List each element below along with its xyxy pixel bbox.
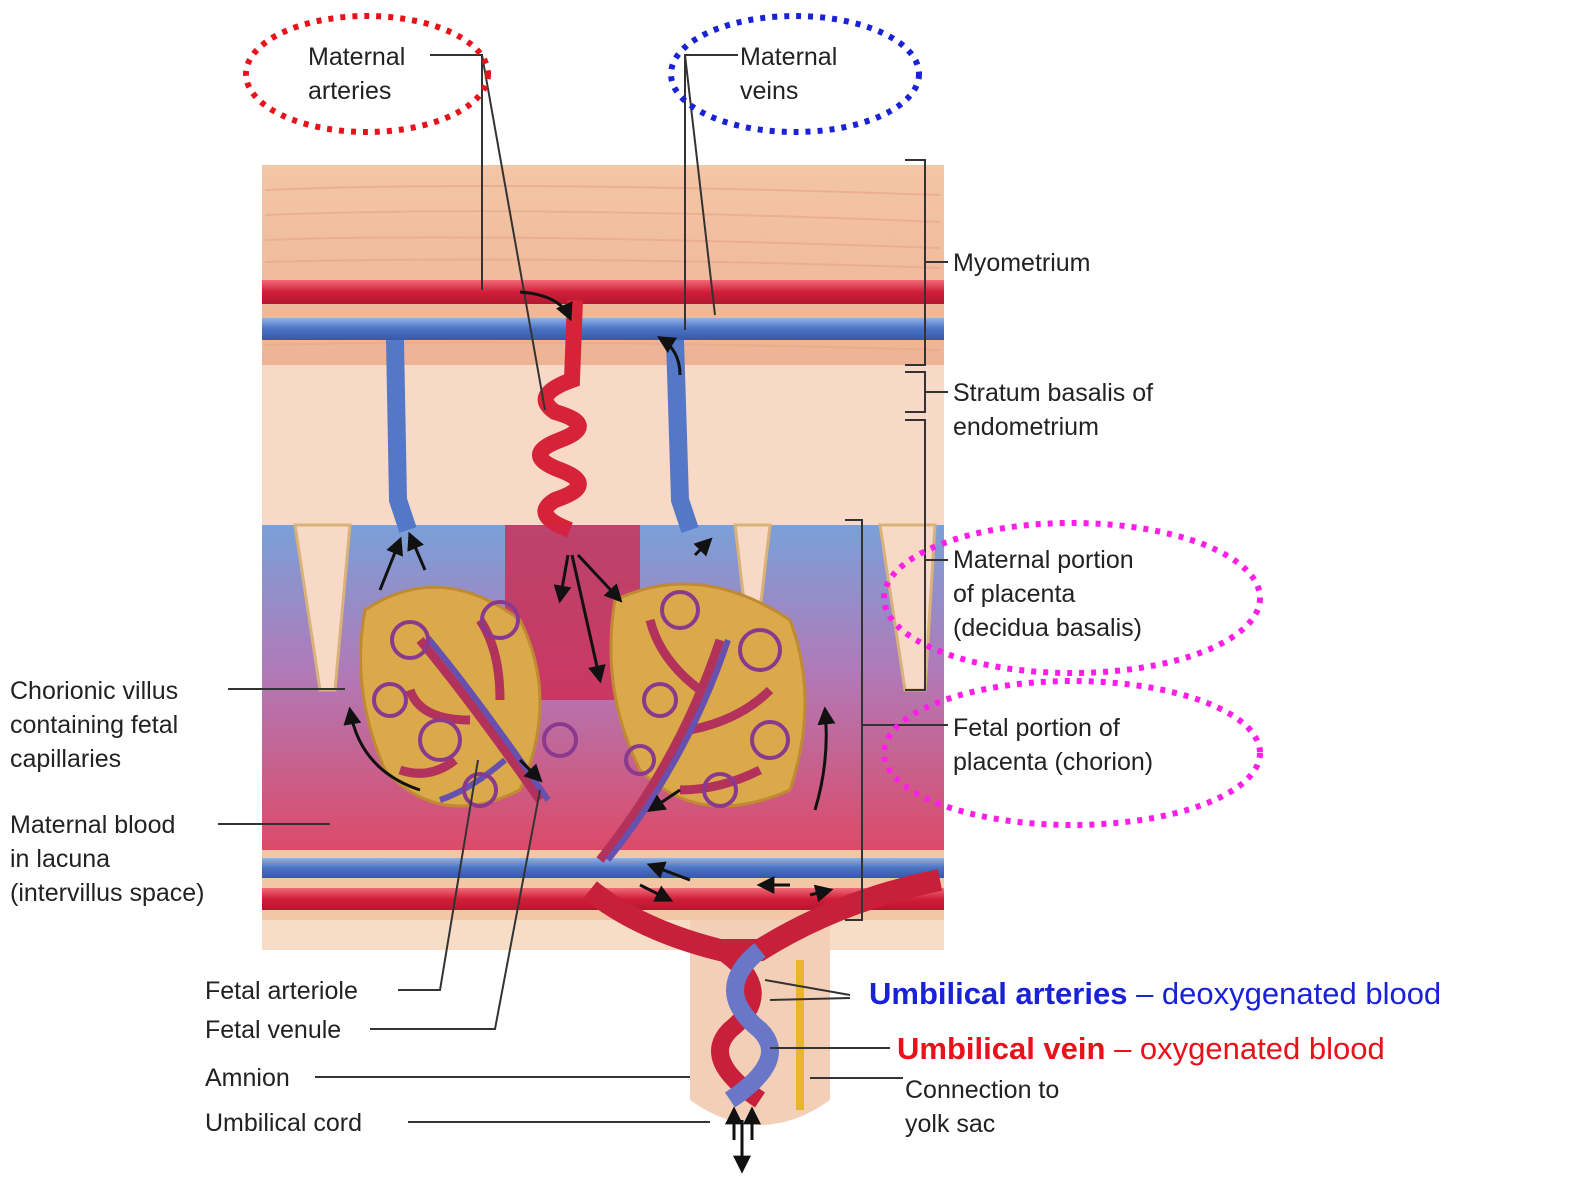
maternal-vein (262, 318, 944, 340)
umbilical-vein-callout: Umbilical vein – oxygenated blood (893, 1030, 1389, 1068)
stratum-basalis-layer (262, 365, 944, 525)
umbilical-vein-desc: – oxygenated blood (1105, 1031, 1384, 1066)
amnion-label: Amnion (205, 1061, 290, 1095)
fetal-arteriole-label: Fetal arteriole (205, 974, 358, 1008)
umbilical-vein-term: Umbilical vein (897, 1031, 1105, 1066)
umbilical-cord-label: Umbilical cord (205, 1106, 362, 1140)
umbilical-arteries-term: Umbilical arteries (869, 976, 1127, 1011)
umbilical-arteries-desc: – deoxygenated blood (1127, 976, 1441, 1011)
umbilical-arteries-callout: Umbilical arteries – deoxygenated blood (865, 975, 1445, 1013)
myometrium-label: Myometrium (953, 246, 1091, 280)
fetal-venule-label: Fetal venule (205, 1013, 341, 1047)
amnion-layer (262, 920, 944, 950)
maternal-artery (262, 280, 944, 304)
